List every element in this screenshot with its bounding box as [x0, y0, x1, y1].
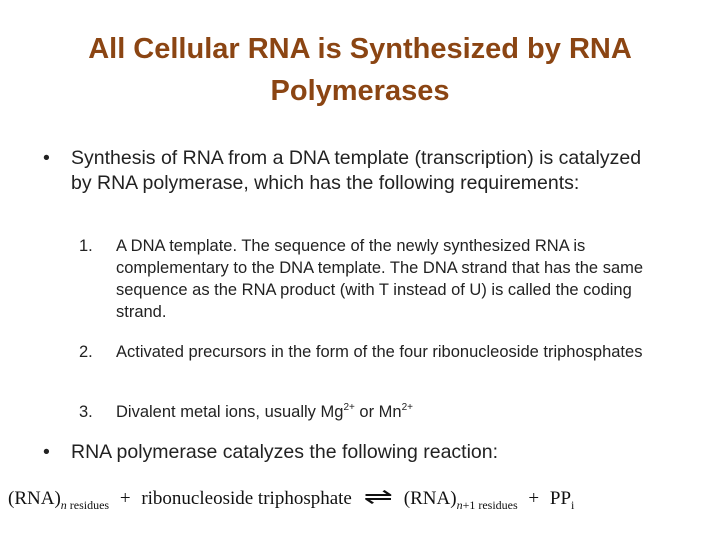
eq-pyrophosphate: PP [549, 488, 572, 509]
item-text: Divalent metal ions, usually Mg2+ or Mn2… [116, 401, 679, 423]
requirement-item: 1. A DNA template. The sequence of the n… [79, 235, 679, 323]
eq-sub: i [571, 498, 575, 512]
eq-sub: n+1 residues [457, 498, 518, 512]
eq-sub-n: n [60, 498, 67, 512]
superscript: 2+ [343, 402, 355, 413]
item-number: 1. [79, 237, 93, 255]
item-number: 3. [79, 403, 93, 421]
bullet-reaction: • RNA polymerase catalyzes the following… [43, 440, 663, 465]
item-text-part: Divalent metal ions, usually Mg [116, 403, 344, 421]
eq-sub-n: n [456, 498, 463, 512]
bullet-marker: • [43, 147, 50, 169]
item-number: 2. [79, 343, 93, 361]
item-text-part: or Mn [354, 403, 402, 421]
eq-rna-product: (RNA) [403, 488, 457, 509]
eq-plus: + [528, 488, 540, 509]
bullet-transcription: • Synthesis of RNA from a DNA template (… [43, 146, 663, 196]
eq-sub-text: +1 residues [462, 498, 518, 512]
bullet-text: RNA polymerase catalyzes the following r… [71, 441, 499, 463]
item-text: Activated precursors in the form of the … [116, 343, 643, 361]
requirement-item: 3. Divalent metal ions, usually Mg2+ or … [79, 401, 679, 423]
eq-plus: + [119, 488, 131, 509]
bullet-text: Synthesis of RNA from a DNA template (tr… [71, 147, 642, 194]
superscript: 2+ [401, 402, 414, 413]
eq-sub-text: residues [66, 498, 110, 512]
item-text: A DNA template. The sequence of the newl… [116, 237, 644, 321]
reaction-equation: (RNA)n residues + ribonucleoside triphos… [8, 484, 575, 512]
eq-rna: (RNA) [8, 488, 61, 509]
slide-title: All Cellular RNA is Synthesized by RNA P… [88, 33, 632, 107]
equilibrium-arrow-icon: ⇌ [363, 484, 393, 509]
eq-sub: n residues [61, 498, 109, 512]
bullet-marker: • [43, 441, 50, 463]
eq-ntp: ribonucleoside triphosphate [141, 488, 352, 509]
requirement-item: 2. Activated precursors in the form of t… [79, 341, 679, 363]
